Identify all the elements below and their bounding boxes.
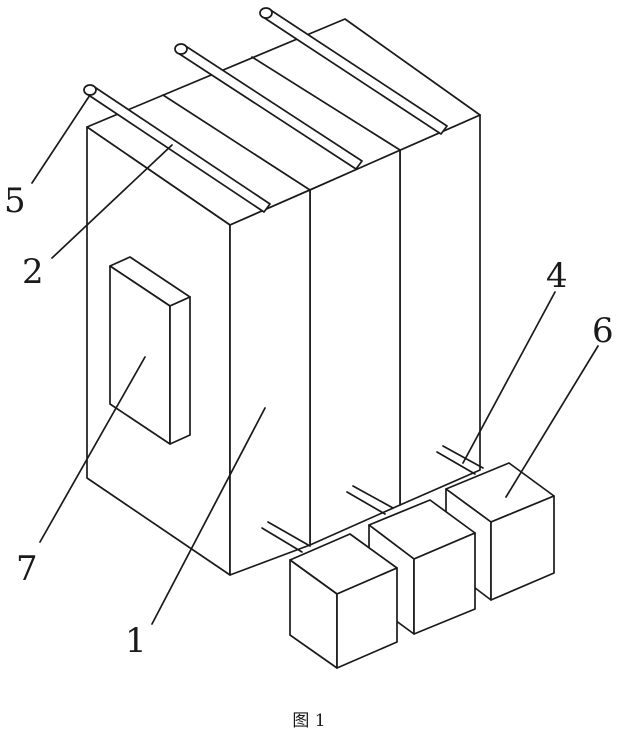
pipe-stub-2b bbox=[352, 485, 394, 509]
top-rods bbox=[83, 7, 448, 213]
pipe-stub-2a bbox=[346, 491, 386, 515]
box-1 bbox=[289, 533, 398, 669]
cabinet-middle-right-face bbox=[309, 149, 401, 546]
top-seam-2 bbox=[251, 56, 401, 151]
cabinet-rear-right-face bbox=[399, 114, 481, 506]
label-1: 1 bbox=[125, 621, 147, 661]
leader-7 bbox=[39, 356, 146, 543]
label-4: 4 bbox=[546, 256, 568, 296]
top-rod-2-end bbox=[174, 43, 188, 55]
label-6: 6 bbox=[592, 311, 614, 351]
pipe-stub-3b bbox=[442, 445, 484, 469]
leader-4 bbox=[462, 291, 556, 464]
reference-numerals: 5 2 7 1 4 6 bbox=[4, 181, 614, 661]
pipe-stub-3a bbox=[436, 451, 476, 475]
label-5: 5 bbox=[4, 181, 26, 221]
top-rod-3-end bbox=[259, 7, 273, 19]
leader-lines bbox=[31, 94, 599, 625]
boxes bbox=[289, 462, 555, 669]
cabinet-right-face bbox=[229, 189, 311, 576]
pipe-stub-1b bbox=[267, 521, 311, 547]
front-box-side bbox=[169, 296, 191, 445]
label-2: 2 bbox=[22, 252, 44, 292]
pipe-stub-1a bbox=[261, 527, 303, 553]
figure-caption: 图 1 bbox=[292, 711, 326, 731]
top-rod-1-end bbox=[83, 84, 97, 96]
leader-5 bbox=[31, 94, 91, 184]
label-7: 7 bbox=[16, 549, 38, 589]
leader-1 bbox=[151, 407, 266, 625]
pipe-stubs bbox=[261, 445, 484, 553]
top-seam-1 bbox=[162, 94, 311, 191]
leader-6 bbox=[505, 345, 599, 498]
leader-2 bbox=[51, 144, 173, 259]
front-box bbox=[109, 256, 191, 445]
